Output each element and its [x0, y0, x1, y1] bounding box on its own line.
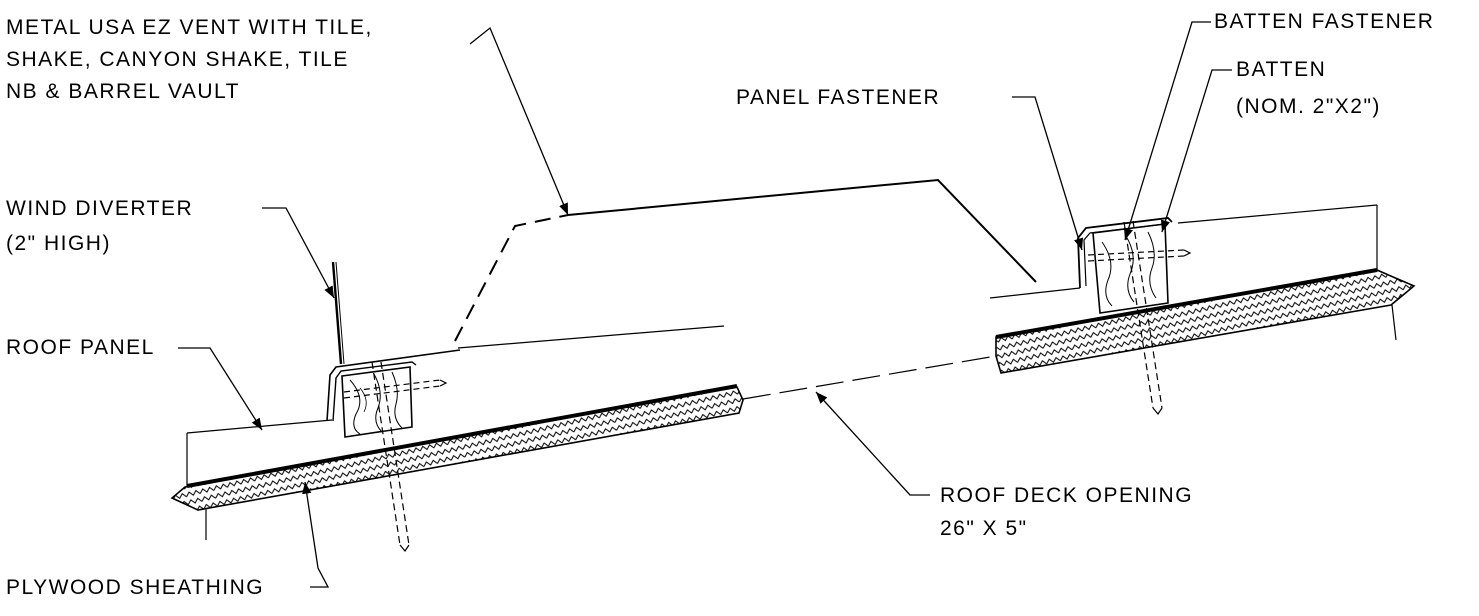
leader-batten-fastener	[1123, 21, 1211, 241]
batten-label-line1: BATTEN	[1236, 58, 1327, 81]
left-batten-nail	[371, 361, 410, 553]
batten-label-line2: (NOM. 2"X2")	[1236, 95, 1381, 118]
vent-label-line2: SHAKE, CANYON SHAKE, TILE	[6, 48, 349, 71]
leader-plywood	[302, 481, 330, 588]
leader-vent	[469, 26, 569, 216]
panel-fastener-label: PANEL FASTENER	[736, 86, 941, 109]
vent-label-line3: NB & BARREL VAULT	[6, 80, 241, 103]
leader-wind-diverter	[262, 207, 335, 299]
left-batten	[341, 366, 413, 438]
roof-panel-label: ROOF PANEL	[6, 336, 155, 359]
left-vent-flashing	[326, 261, 461, 422]
deck-opening-label-line2: 26" X 5"	[940, 517, 1028, 540]
wind-diverter-label-line1: WIND DIVERTER	[6, 197, 194, 220]
leader-roof-panel	[178, 347, 263, 431]
right-batten-nail	[1123, 220, 1163, 416]
leader-batten	[1160, 69, 1232, 233]
plywood-sheathing-label: PLYWOOD SHEATHING	[6, 576, 265, 599]
left-plywood-sheathing	[170, 384, 744, 540]
wind-diverter-label-line2: (2" HIGH)	[6, 232, 111, 255]
right-batten	[1092, 223, 1169, 314]
leader-lines	[178, 21, 1232, 588]
vent-hood	[454, 178, 1037, 342]
batten-fastener-label: BATTEN FASTENER	[1214, 10, 1435, 33]
right-plywood-sheathing	[995, 268, 1416, 374]
vent-label-line1: METAL USA EZ VENT WITH TILE,	[6, 16, 373, 39]
right-roof-panel	[989, 204, 1378, 299]
leader-deck-opening	[815, 391, 930, 496]
deck-opening-line	[742, 355, 997, 400]
right-panel-screw	[1087, 249, 1192, 262]
deck-opening-label-line1: ROOF DECK OPENING	[940, 484, 1194, 507]
left-panel-screw	[343, 379, 448, 399]
leader-panel-fastener	[1012, 96, 1084, 251]
